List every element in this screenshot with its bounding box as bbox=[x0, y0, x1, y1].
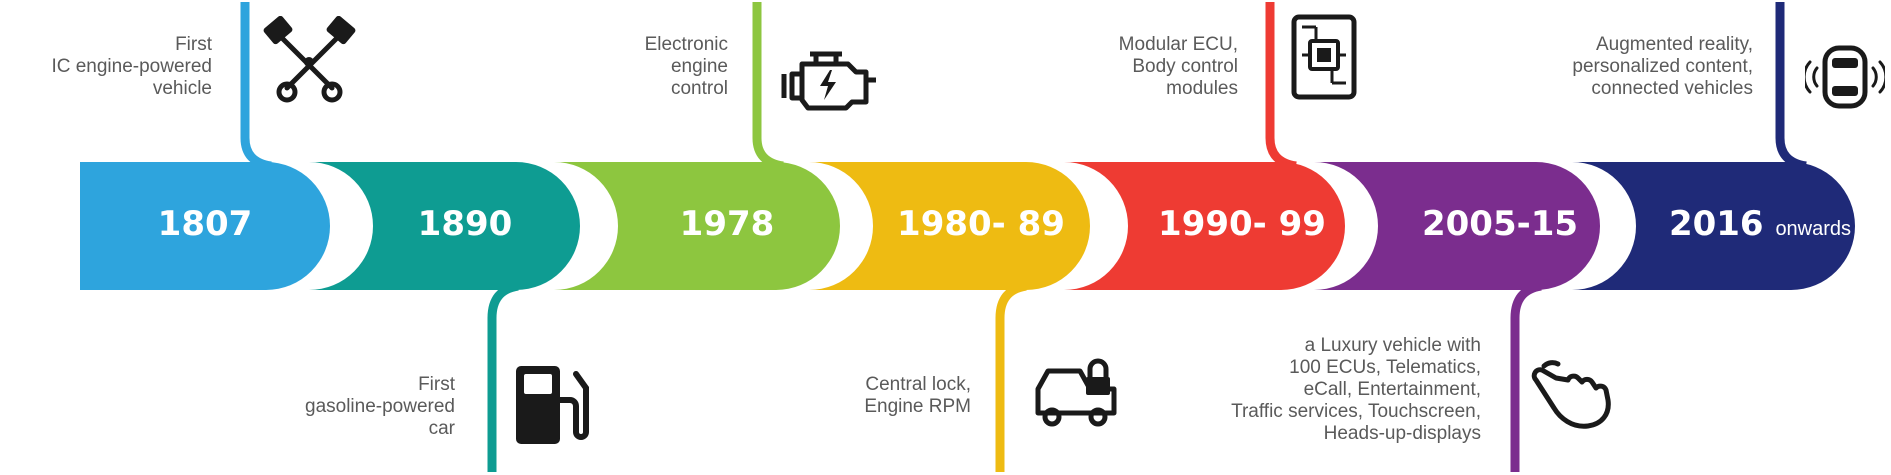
timeline-segment bbox=[1572, 162, 1855, 290]
label-2016-onwards: Augmented reality,personalized content,c… bbox=[1572, 34, 1753, 99]
timeline-segment bbox=[80, 162, 330, 290]
fuel-pump-icon bbox=[516, 366, 589, 444]
connected-car-icon bbox=[1805, 45, 1885, 109]
timeline-segment bbox=[1064, 162, 1345, 290]
year-1990-99: 1990- 99 bbox=[1158, 204, 1326, 244]
year-1978: 1978 bbox=[679, 204, 775, 244]
year-2016-onwards: 2016 onwards bbox=[1668, 204, 1852, 244]
year-suffix: onwards bbox=[1775, 218, 1852, 240]
year-1890: 1890 bbox=[417, 204, 513, 244]
year-1807: 1807 bbox=[157, 204, 253, 244]
touch-hand-icon bbox=[1531, 360, 1611, 429]
year-2005-15: 2005-15 bbox=[1421, 204, 1579, 244]
timeline-segment bbox=[309, 162, 580, 290]
timeline-segment bbox=[1314, 162, 1600, 290]
engine-icon bbox=[781, 51, 876, 111]
timeline-segment bbox=[554, 162, 840, 290]
locked-car-icon bbox=[1035, 358, 1117, 427]
timeline-segment bbox=[809, 162, 1090, 290]
connector-line bbox=[995, 281, 1027, 472]
circuit-board-icon bbox=[1291, 14, 1357, 100]
crossed-pistons-icon bbox=[263, 16, 356, 103]
connector-line bbox=[1775, 2, 1807, 171]
label-1980-89: Central lock,Engine RPM bbox=[864, 374, 971, 417]
year-1980-89: 1980- 89 bbox=[897, 204, 1065, 244]
